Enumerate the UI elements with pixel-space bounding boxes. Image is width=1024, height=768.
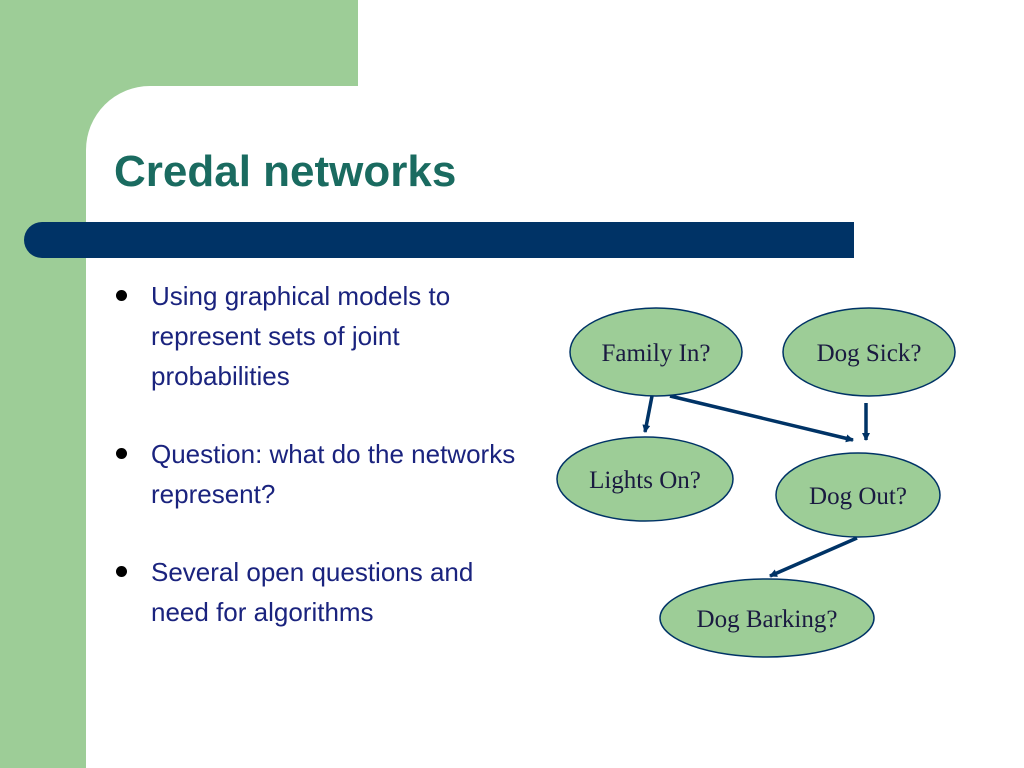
node-label: Dog Barking? — [697, 606, 838, 633]
node-dog-barking: Dog Barking? — [659, 578, 875, 658]
edge-family-in-to-lights-on — [642, 395, 654, 433]
node-family-in: Family In? — [569, 307, 743, 397]
bullet-dot-icon — [116, 290, 127, 301]
edge-dog-out-to-dog-barking — [769, 536, 858, 578]
node-dog-sick: Dog Sick? — [782, 307, 956, 397]
bullet-list: Using graphical models to represent sets… — [114, 276, 534, 670]
slide-title: Credal networks — [114, 147, 457, 196]
edge-family-in-to-dog-out — [669, 394, 854, 443]
bullet-text: Question: what do the networks represent… — [151, 439, 516, 509]
bullet-item: Several open questions and need for algo… — [114, 552, 534, 632]
bullet-dot-icon — [116, 448, 127, 459]
title-underline-bar — [24, 222, 854, 258]
bullet-item: Using graphical models to represent sets… — [114, 276, 534, 396]
bullet-dot-icon — [116, 566, 127, 577]
node-label: Dog Out? — [809, 483, 907, 510]
node-lights-on: Lights On? — [556, 436, 734, 522]
bullet-text: Several open questions and need for algo… — [151, 557, 474, 627]
node-label: Lights On? — [589, 467, 701, 494]
bullet-text: Using graphical models to represent sets… — [151, 281, 451, 391]
node-label: Family In? — [601, 340, 710, 367]
bullet-item: Question: what do the networks represent… — [114, 434, 534, 514]
node-label: Dog Sick? — [817, 340, 922, 367]
node-dog-out: Dog Out? — [775, 452, 941, 538]
